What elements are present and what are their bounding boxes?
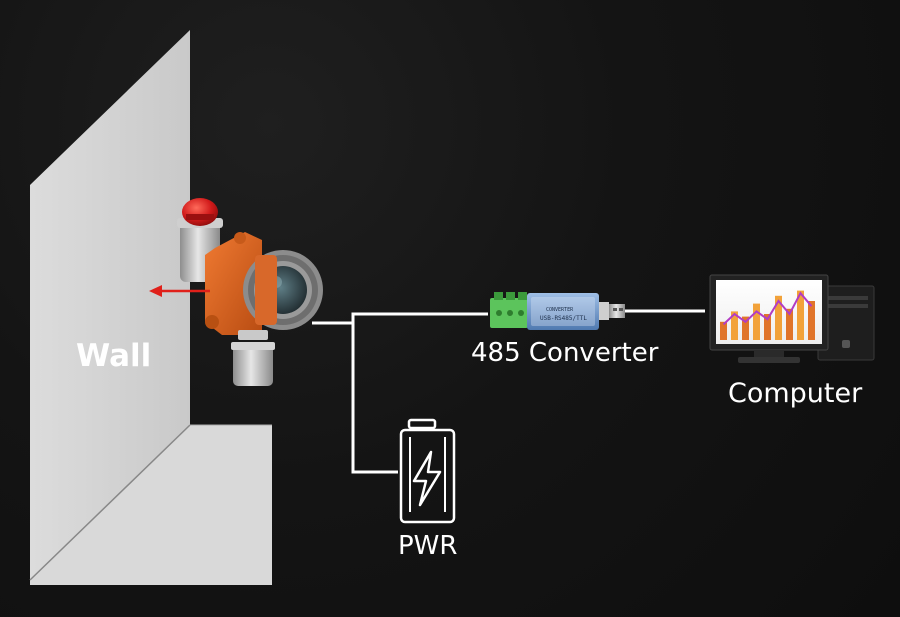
converter-print-model: USB-RS485/TTL xyxy=(540,315,587,322)
monitor-bar xyxy=(786,308,793,340)
wiring xyxy=(312,309,705,474)
power-label: PWR xyxy=(398,531,458,561)
monitor-bar xyxy=(797,290,804,340)
monitor-bar xyxy=(720,321,727,340)
monitor-chart xyxy=(720,290,815,340)
wall-shape xyxy=(29,30,272,585)
monitor-bar xyxy=(742,316,749,340)
desktop-computer-icon xyxy=(709,274,875,363)
wall-label: Wall xyxy=(76,338,152,374)
monitor-bar xyxy=(731,311,738,340)
monitor-bar xyxy=(764,314,771,340)
wire-detector-to-converter xyxy=(312,312,488,325)
gas-detector-icon xyxy=(177,198,323,386)
computer-label: Computer xyxy=(728,378,863,409)
converter-print-sub: CONVERTER xyxy=(546,307,574,313)
usb-converter-icon: CONVERTER USB-RS485/TTL xyxy=(490,292,625,330)
monitor-bar xyxy=(775,295,782,340)
monitor-bar xyxy=(753,303,760,340)
monitor-bar xyxy=(808,301,815,340)
wire-to-power xyxy=(351,323,398,474)
converter-label: 485 Converter xyxy=(471,338,659,368)
battery-icon xyxy=(399,418,456,524)
monitor-line xyxy=(722,291,813,326)
arrow-left-icon xyxy=(149,285,210,297)
lightning-bolt-icon xyxy=(412,450,442,507)
